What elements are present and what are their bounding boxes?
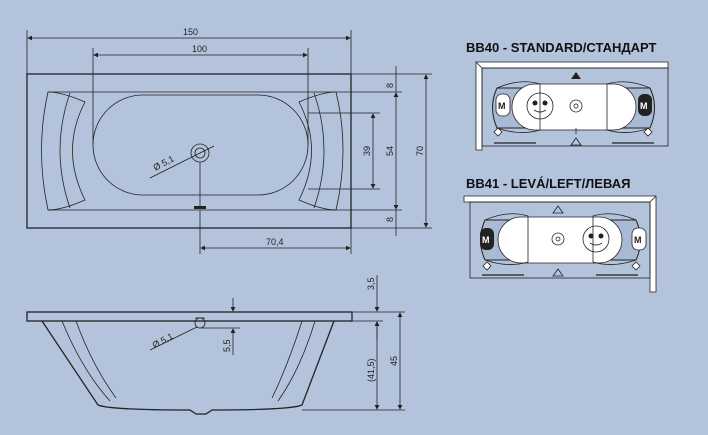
dim-top-rim: 8 <box>385 83 395 88</box>
side-drain-diameter: Ø 5,1 <box>151 331 175 350</box>
bb40-left-tag: M <box>498 101 506 111</box>
variant-bb41: BB41 - LEVÁ/LEFT/ЛЕВАЯ M M <box>463 176 657 293</box>
bb41-left-tag: M <box>482 235 490 245</box>
dim-total-depth: 45 <box>389 356 399 366</box>
top-drain-diameter: Ø 5,1 <box>151 154 175 173</box>
dim-inner-length: 100 <box>192 44 207 54</box>
dim-inner-width: 39 <box>362 146 372 156</box>
side-view: Ø 5,1 5,5 3,5 (41,5) 45 <box>26 275 405 415</box>
dim-inner-depth: (41,5) <box>366 358 376 382</box>
variant-bb40-title: BB40 - STANDARD/СТАНДАРТ <box>466 40 656 55</box>
dim-middle-width: 54 <box>385 146 395 156</box>
dim-total-width: 70 <box>415 146 425 156</box>
bb41-right-tag: M <box>634 235 642 245</box>
top-view: Ø 5,1 150 100 39 54 70 8 8 70,4 <box>26 27 432 254</box>
variant-bb41-title: BB41 - LEVÁ/LEFT/ЛЕВАЯ <box>466 176 630 191</box>
variant-bb40: BB40 - STANDARD/СТАНДАРТ M M <box>466 40 669 151</box>
dim-drain-offset: 70,4 <box>266 237 284 247</box>
dim-rim-thickness: 3,5 <box>366 277 376 290</box>
bb40-right-tag: M <box>640 101 648 111</box>
dim-bottom-rim: 8 <box>385 217 395 222</box>
bb41-bottom-triangle <box>552 268 564 277</box>
dim-total-length: 150 <box>183 27 198 37</box>
dim-drain-height: 5,5 <box>222 339 232 352</box>
bb40-top-triangle <box>571 72 581 79</box>
